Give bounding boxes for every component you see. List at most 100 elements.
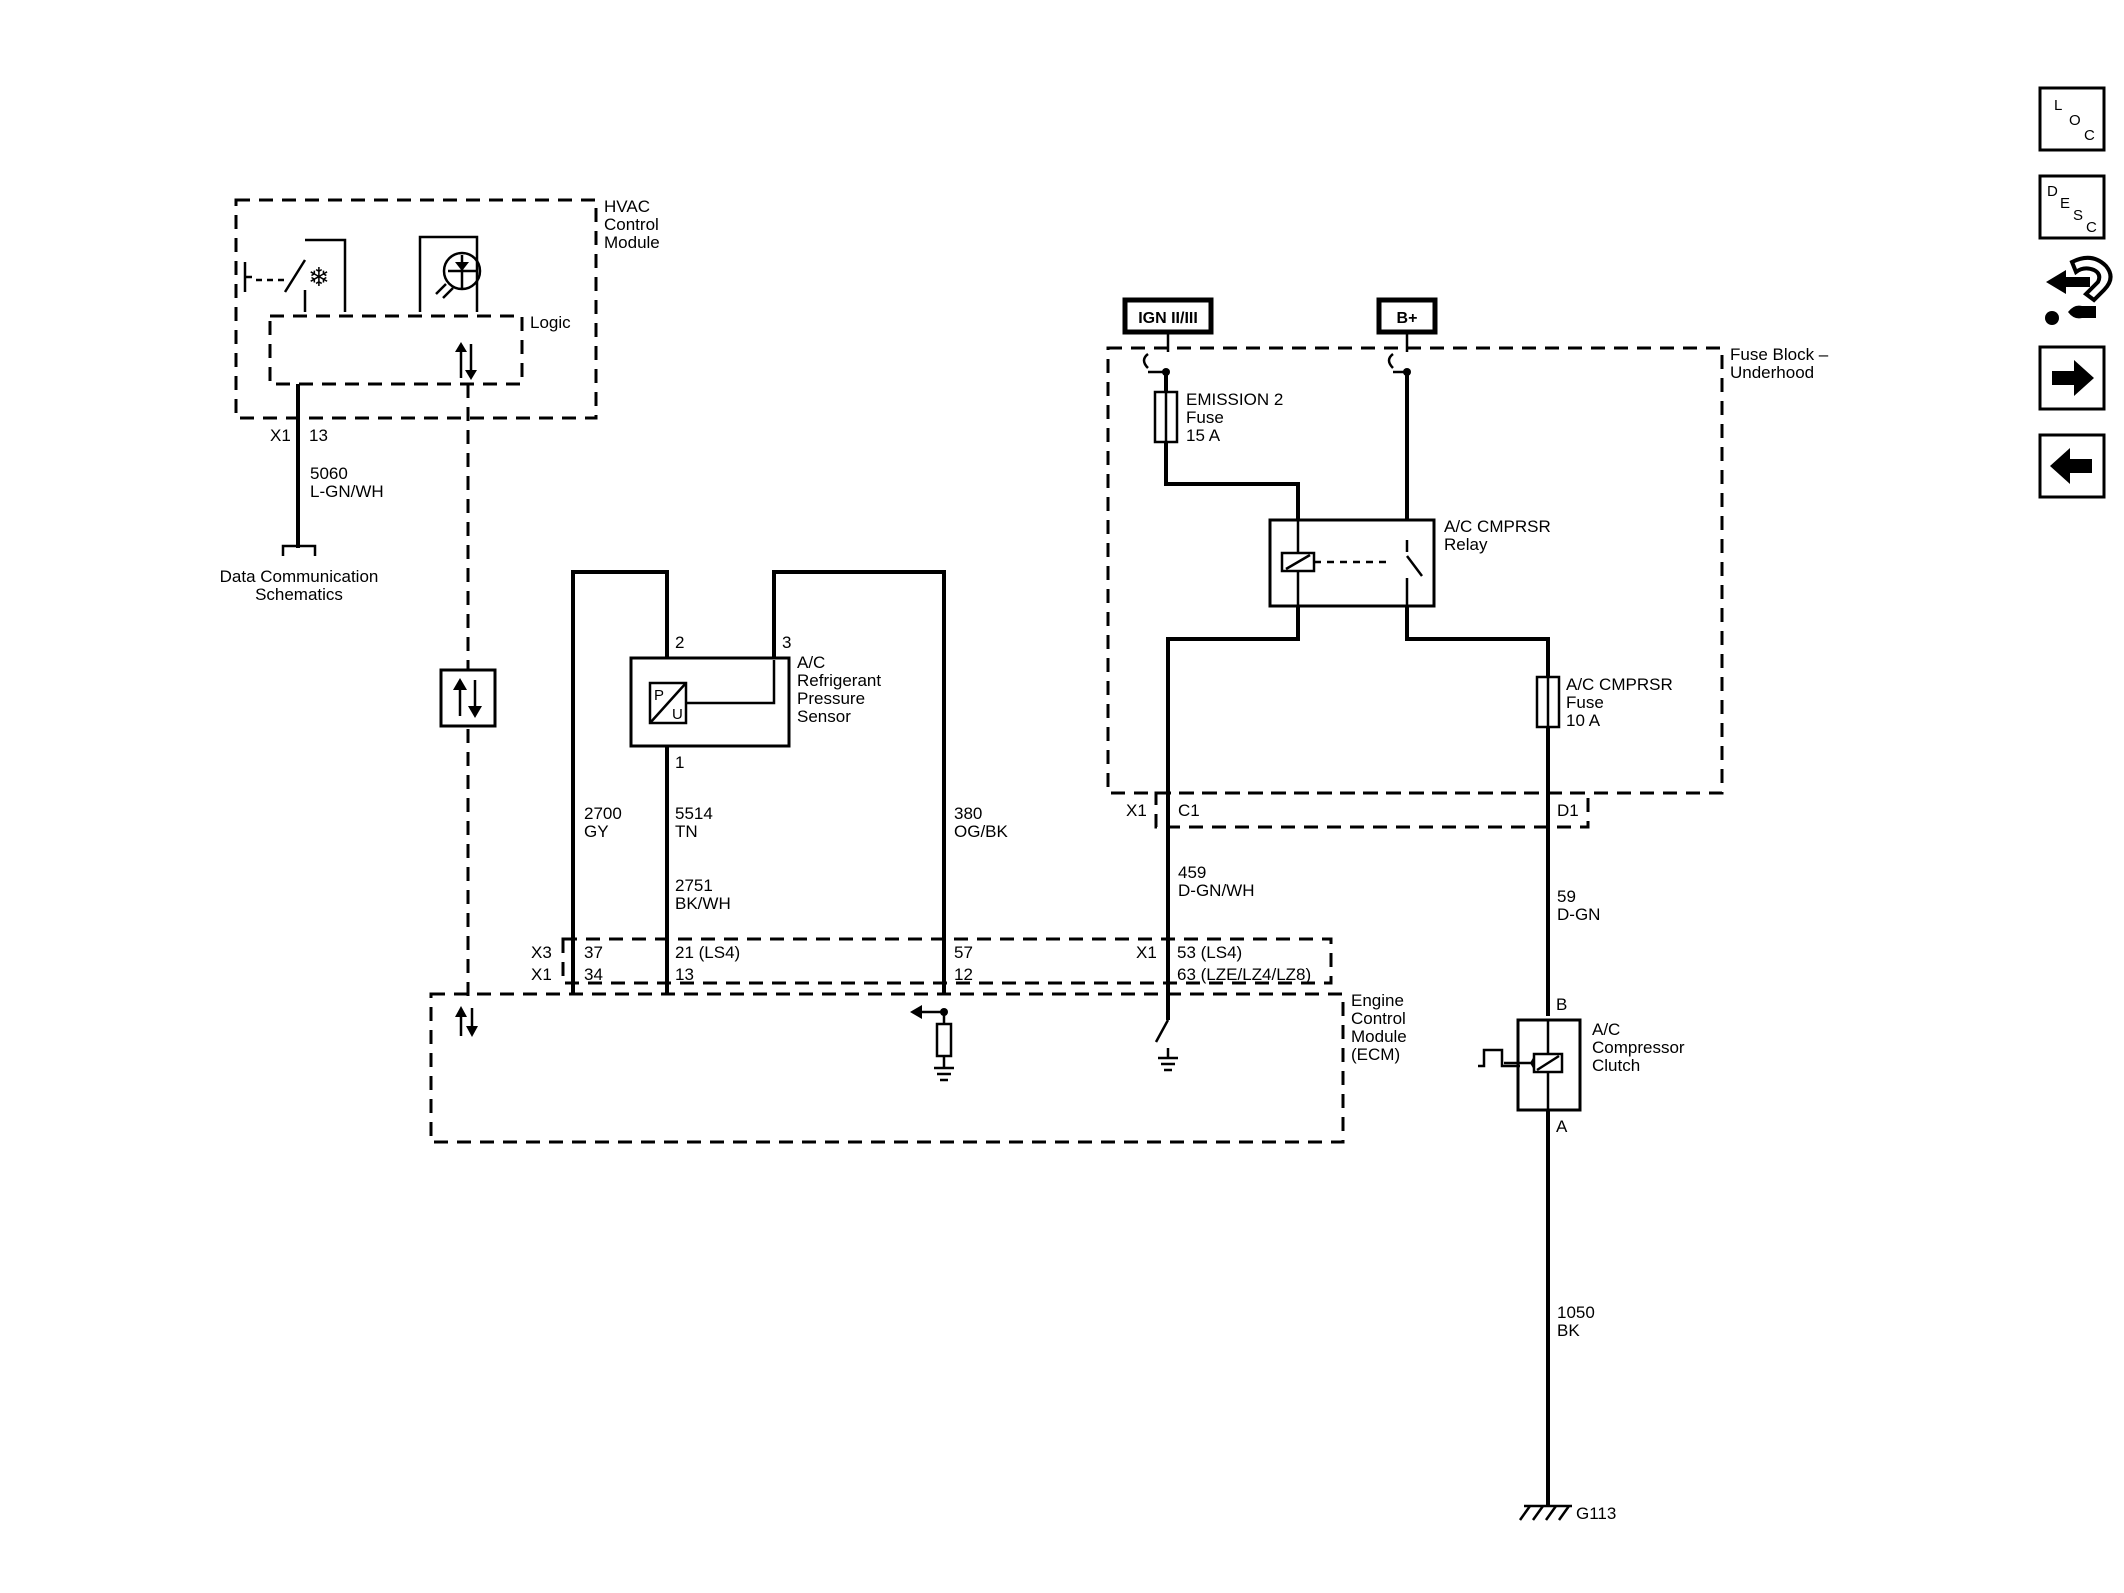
ecm-label-2: Control: [1351, 1009, 1406, 1028]
loc-letter-l: L: [2054, 97, 2062, 114]
clutch-pin-a: A: [1556, 1117, 1568, 1136]
fuse-block-pin-c1: C1: [1178, 801, 1200, 820]
sensor-pin-3: 3: [782, 633, 791, 652]
wire-380-circuit: 380: [954, 804, 982, 823]
desc-letter-e: E: [2060, 195, 2070, 212]
logic-box: [268, 314, 524, 386]
sensor-pin-1: 1: [675, 753, 684, 772]
ac-compressor-clutch: B A A/C Compressor Clutch 1050 BK: [1478, 995, 1685, 1506]
previous-page-button[interactable]: [2038, 433, 2106, 499]
sensor-symbol-u: U: [672, 706, 683, 723]
arrow-right-icon: [2052, 360, 2094, 396]
hvac-module-label-2: Control: [604, 215, 659, 234]
wire-1050-circuit: 1050: [1557, 1303, 1595, 1322]
loc-letter-o: O: [2069, 112, 2081, 129]
fuse-block-conn-x1: X1: [1126, 801, 1147, 820]
bplus-source-label: B+: [1397, 310, 1418, 327]
desc-letter-s: S: [2073, 207, 2083, 224]
sensor-label-2: Refrigerant: [797, 671, 881, 690]
ecm-relay-driver-icon: [1154, 1019, 1178, 1072]
ecm-sensor-input-icon: [910, 1005, 954, 1082]
engine-control-module: Engine Control Module (ECM) X3 X1 37 34 …: [429, 937, 1407, 1144]
ecm-conn-x1-right: X1: [1136, 943, 1157, 962]
serial-data-box: [439, 668, 497, 728]
ecm-pin-12: 12: [954, 965, 973, 984]
data-comm-label-1: Data Communication: [220, 567, 379, 586]
ground-label: G113: [1576, 1504, 1616, 1523]
sensor-pin-2: 2: [675, 633, 684, 652]
clutch-pin-b: B: [1556, 995, 1567, 1014]
fuse-block-label-2: Underhood: [1730, 363, 1814, 382]
ecm-pin-13: 13: [675, 965, 694, 984]
relay-output-wire: [1405, 606, 1550, 677]
power-sources: IGN II/III B+: [1122, 297, 1438, 352]
sensor-label-4: Sensor: [797, 707, 851, 726]
fuse-block-connector: [1154, 791, 1590, 829]
ground-g113: G113: [1518, 1504, 1616, 1523]
ecm-pin-34: 34: [584, 965, 603, 984]
ecm-pin-37: 37: [584, 943, 603, 962]
wire-459: [1166, 606, 1300, 1020]
wire-2700-color: GY: [584, 822, 609, 841]
wire-5060-color: L-GN/WH: [310, 482, 384, 501]
loc-letter-c: C: [2084, 127, 2095, 144]
data-comm-connector-icon: [281, 544, 317, 556]
sensor-label-1: A/C: [797, 653, 825, 672]
wire-2751-circuit: 2751: [675, 876, 713, 895]
clutch-label-1: A/C: [1592, 1020, 1620, 1039]
logic-label: Logic: [530, 313, 571, 332]
wire-5514-circuit: 5514: [675, 804, 713, 823]
wire-5060-circuit: 5060: [310, 464, 348, 483]
wire-2751-color: BK/WH: [675, 894, 731, 913]
desc-letter-d: D: [2047, 183, 2058, 200]
hvac-module-label-1: HVAC: [604, 197, 650, 216]
ign-source-label: IGN II/III: [1138, 310, 1198, 327]
ecm-connector-outline: [561, 937, 1333, 985]
hvac-control-module: HVAC Control Module ❄ Logic: [220, 197, 660, 1000]
fuse-block-label-1: Fuse Block –: [1730, 345, 1829, 364]
ac-indicator-icon: [418, 235, 482, 312]
ecm-label-4: (ECM): [1351, 1045, 1400, 1064]
ecm-data-arrows-icon: [455, 1006, 478, 1037]
next-page-button[interactable]: [2038, 345, 2106, 411]
wire-59-circuit: 59: [1557, 887, 1576, 906]
wire-459-circuit: 459: [1178, 863, 1206, 882]
cmprsr-fuse-label-2: Fuse: [1566, 693, 1604, 712]
emission-fuse-label-1: EMISSION 2: [1186, 390, 1283, 409]
data-comm-label-2: Schematics: [255, 585, 343, 604]
relay-label-1: A/C CMPRSR: [1444, 517, 1551, 536]
sensor-symbol-p: P: [654, 687, 664, 704]
snowflake-icon: ❄: [308, 262, 330, 292]
clutch-label-2: Compressor: [1592, 1038, 1685, 1057]
pulse-signal-icon: [1478, 1048, 1520, 1068]
serial-data-arrows-icon: [453, 678, 482, 718]
emission-fuse-label-3: 15 A: [1186, 426, 1221, 445]
cmprsr-fuse-label-3: 10 A: [1566, 711, 1601, 730]
ecm-pin-57: 57: [954, 943, 973, 962]
hvac-pin-13: 13: [309, 426, 328, 445]
cmprsr-fuse-label-1: A/C CMPRSR: [1566, 675, 1673, 694]
relay-label-2: Relay: [1444, 535, 1488, 554]
ecm-pin-63: 63 (LZE/LZ4/LZ8): [1177, 965, 1311, 984]
repair-procedure-icon[interactable]: [2045, 255, 2113, 325]
clutch-label-3: Clutch: [1592, 1056, 1640, 1075]
ecm-conn-x3: X3: [531, 943, 552, 962]
wire-459-color: D-GN/WH: [1178, 881, 1254, 900]
wire-1050-color: BK: [1557, 1321, 1580, 1340]
fuse-block-underhood: Fuse Block – Underhood EMISSION 2 Fuse 1…: [1106, 345, 1829, 1020]
sensor-label-3: Pressure: [797, 689, 865, 708]
data-link-arrows-icon: [455, 342, 477, 380]
desc-letter-c: C: [2086, 219, 2097, 236]
wire-380-loop: [772, 570, 946, 995]
ecm-conn-x1-left: X1: [531, 965, 552, 984]
wire-2700-loop: [571, 570, 669, 995]
description-button[interactable]: D E S C: [2038, 174, 2106, 240]
arrow-left-icon: [2050, 448, 2092, 484]
location-button[interactable]: L O C: [2038, 86, 2106, 152]
fuse-block-pin-d1: D1: [1557, 801, 1579, 820]
relay-switch-icon: [1406, 555, 1423, 577]
hvac-connector-x1: X1: [270, 426, 291, 445]
wire-59-color: D-GN: [1557, 905, 1600, 924]
ecm-pin-21: 21 (LS4): [675, 943, 740, 962]
